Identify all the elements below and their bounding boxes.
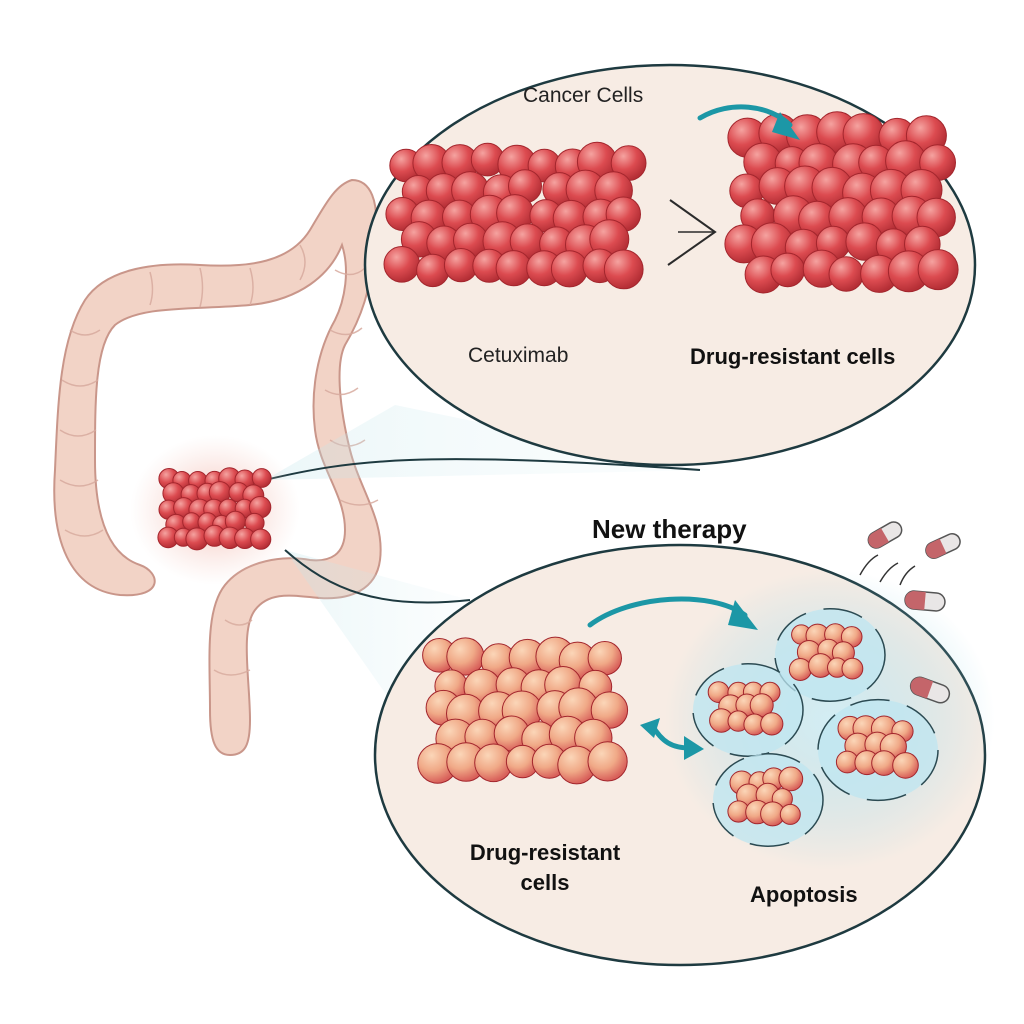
label-cetuximab: Cetuximab (468, 344, 569, 367)
cancer-cell (917, 249, 959, 291)
top-panel (363, 63, 977, 467)
cancer-cell-cluster-right (724, 111, 959, 294)
apoptotic-cell (778, 766, 804, 792)
label-cancer-cells: Cancer Cells (523, 84, 644, 107)
label-drug-resistant-bottom-line1: Drug-resistant (469, 840, 621, 865)
bottom-panel (373, 543, 995, 967)
colon-body (53, 178, 382, 757)
resistant-cell (587, 641, 622, 676)
cancer-cell (603, 249, 644, 290)
label-new-therapy: New therapy (592, 514, 747, 544)
cancer-cell-cluster-left (383, 141, 647, 290)
cancer-cell (495, 250, 532, 287)
label-apoptosis: Apoptosis (750, 882, 858, 907)
zoom-beams (264, 405, 710, 700)
label-drug-resistant-cells-top: Drug-resistant cells (690, 344, 896, 369)
apoptotic-cell (892, 752, 919, 779)
curved-arrow-icon (587, 596, 758, 630)
cancer-cell (770, 252, 806, 288)
resistant-cell (587, 741, 628, 782)
cancer-cell (550, 250, 589, 288)
apoptotic-cell (841, 657, 864, 680)
colon (53, 178, 382, 757)
tumor-cell (250, 528, 272, 550)
apoptotic-cell (788, 658, 812, 681)
drug-resistant-cluster (417, 636, 629, 785)
small-arrow-icon (640, 718, 704, 760)
apoptotic-cell (760, 712, 784, 736)
apoptotic-clusters (692, 608, 939, 847)
label-drug-resistant-bottom-line2: cells (520, 870, 570, 895)
tumor-cell (251, 468, 272, 488)
curved-arrow-icon (697, 104, 800, 140)
apoptotic-cell (779, 803, 801, 825)
cancer-cell (828, 256, 864, 292)
colon-tumor (130, 435, 300, 585)
capsule-icon (859, 521, 961, 704)
cancer-cell (416, 253, 450, 288)
cancer-cell (383, 245, 421, 283)
